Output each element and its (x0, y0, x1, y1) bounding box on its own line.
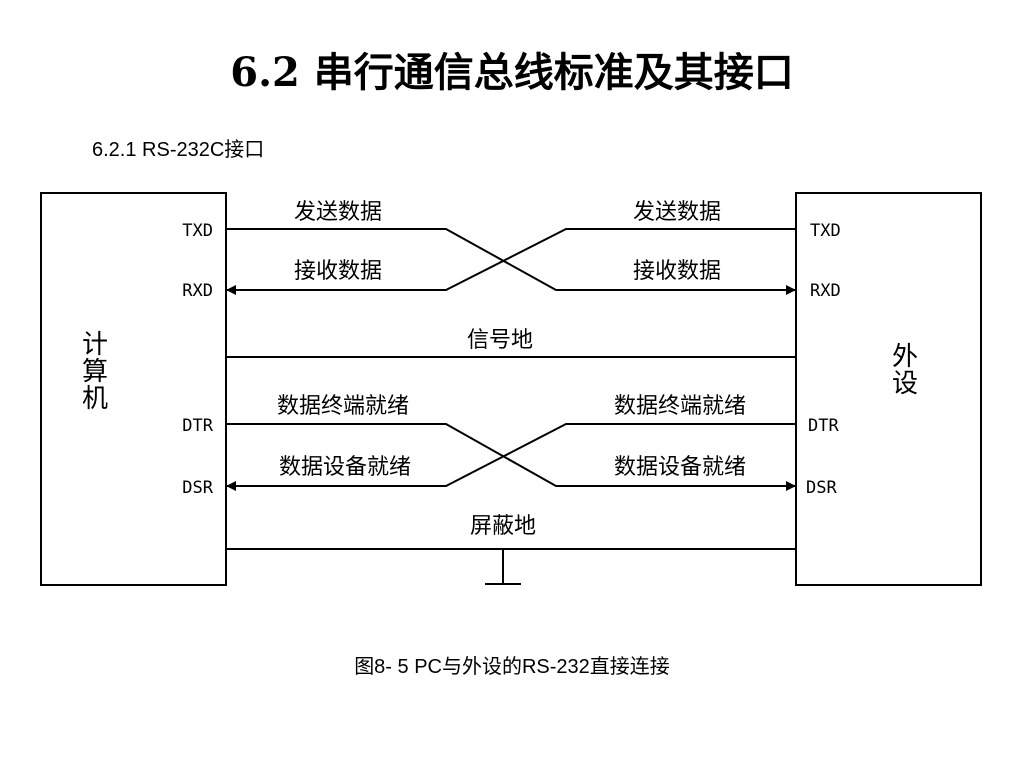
dtr-label-right: 数据终端就绪 (614, 394, 746, 419)
computer-label-char-2: 算 (82, 357, 108, 387)
section-heading: 6.2.1 RS-232C接口 (92, 139, 265, 161)
dsr-to-dtr-line (226, 423, 796, 491)
send-data-label-right: 发送数据 (633, 200, 721, 225)
receive-data-label-right: 接收数据 (633, 259, 721, 284)
peripheral-box (795, 192, 982, 586)
figure-caption: 图8- 5 PC与外设的RS-232直接连接 (354, 656, 670, 678)
computer-label-char-1: 计 (82, 330, 108, 360)
computer-box (40, 192, 227, 586)
slide-title: 6.2 串行通信总线标准及其接口 (230, 49, 794, 96)
right-pin-dsr: DSR (806, 478, 837, 498)
peripheral-label-char-2: 设 (892, 369, 918, 399)
send-data-label-left: 发送数据 (294, 200, 382, 225)
right-pin-txd: TXD (810, 221, 841, 241)
left-pin-rxd: RXD (182, 281, 213, 301)
dsr-label-right: 数据设备就绪 (614, 455, 746, 480)
computer-label-char-3: 机 (82, 384, 108, 414)
signal-ground-label: 信号地 (467, 328, 533, 353)
peripheral-label-char-1: 外 (892, 342, 918, 372)
right-pin-rxd: RXD (810, 281, 841, 301)
left-pin-dtr: DTR (182, 416, 213, 436)
dsr-label-left: 数据设备就绪 (279, 455, 411, 480)
left-pin-dsr: DSR (182, 478, 213, 498)
shield-ground-label: 屏蔽地 (470, 514, 536, 539)
receive-data-label-left: 接收数据 (294, 259, 382, 284)
right-pin-dtr: DTR (808, 416, 839, 436)
dtr-to-dsr-line (226, 423, 796, 491)
left-pin-txd: TXD (182, 221, 213, 241)
rxd-to-txd-line (226, 228, 796, 295)
dtr-label-left: 数据终端就绪 (277, 394, 409, 419)
txd-to-rxd-line (226, 228, 796, 295)
